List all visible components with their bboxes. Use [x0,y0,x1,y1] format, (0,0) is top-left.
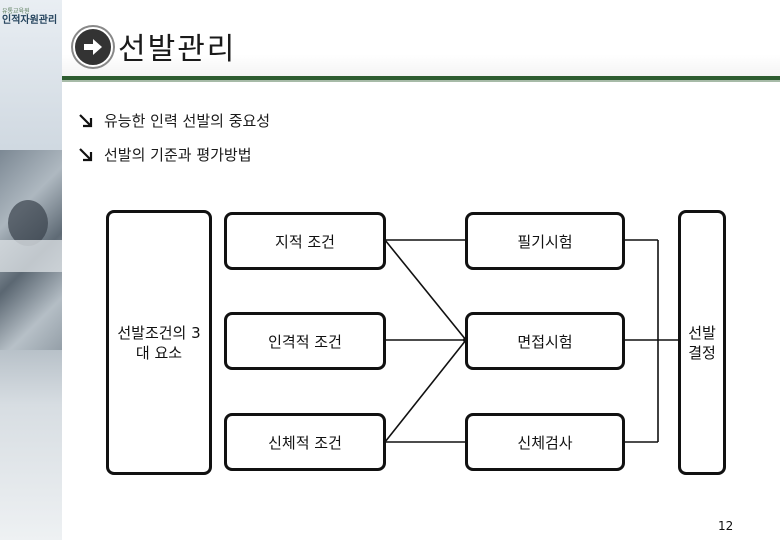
page-title: 선발관리 [118,32,237,67]
selection-decision-box: 선발 결정 [678,210,726,475]
condition-label: 인격적 조건 [268,332,342,351]
selection-factors-box: 선발조건의 3대 요소 [106,210,212,475]
condition-label: 지적 조건 [275,232,335,251]
bullet-item: 유능한 인력 선발의 중요성 [78,110,270,131]
method-label: 필기시험 [517,232,573,251]
condition-box: 신체적 조건 [224,413,386,471]
bullet-text: 선발의 기준과 평가방법 [104,146,252,164]
method-label: 신체검사 [517,433,573,452]
selection-decision-label: 선발 결정 [688,323,716,362]
bullet-item: 선발의 기준과 평가방법 [78,144,252,165]
header-divider-light [62,80,780,82]
condition-box: 인격적 조건 [224,312,386,370]
method-box: 신체검사 [465,413,625,471]
condition-box: 지적 조건 [224,212,386,270]
logo-subtitle: 유통교육원 [2,8,30,15]
page-number: 12 [718,519,734,533]
method-label: 면접시험 [517,332,573,351]
bullet-arrow-icon [79,147,93,161]
logo: 유통교육원 인적자원관리 [2,8,62,27]
header-band [62,0,780,78]
photo-figure [8,200,48,246]
arrow-circle-icon [73,27,113,67]
method-box: 면접시험 [465,312,625,370]
photo-desk [0,240,62,272]
selection-factors-label: 선발조건의 3대 요소 [117,323,201,362]
bullet-arrow-icon [79,113,93,127]
bullet-text: 유능한 인력 선발의 중요성 [104,112,271,130]
method-box: 필기시험 [465,212,625,270]
condition-label: 신체적 조건 [268,433,342,452]
header-divider [62,76,780,80]
side-decoration-panel [0,0,62,540]
logo-title: 인적자원관리 [2,15,58,26]
